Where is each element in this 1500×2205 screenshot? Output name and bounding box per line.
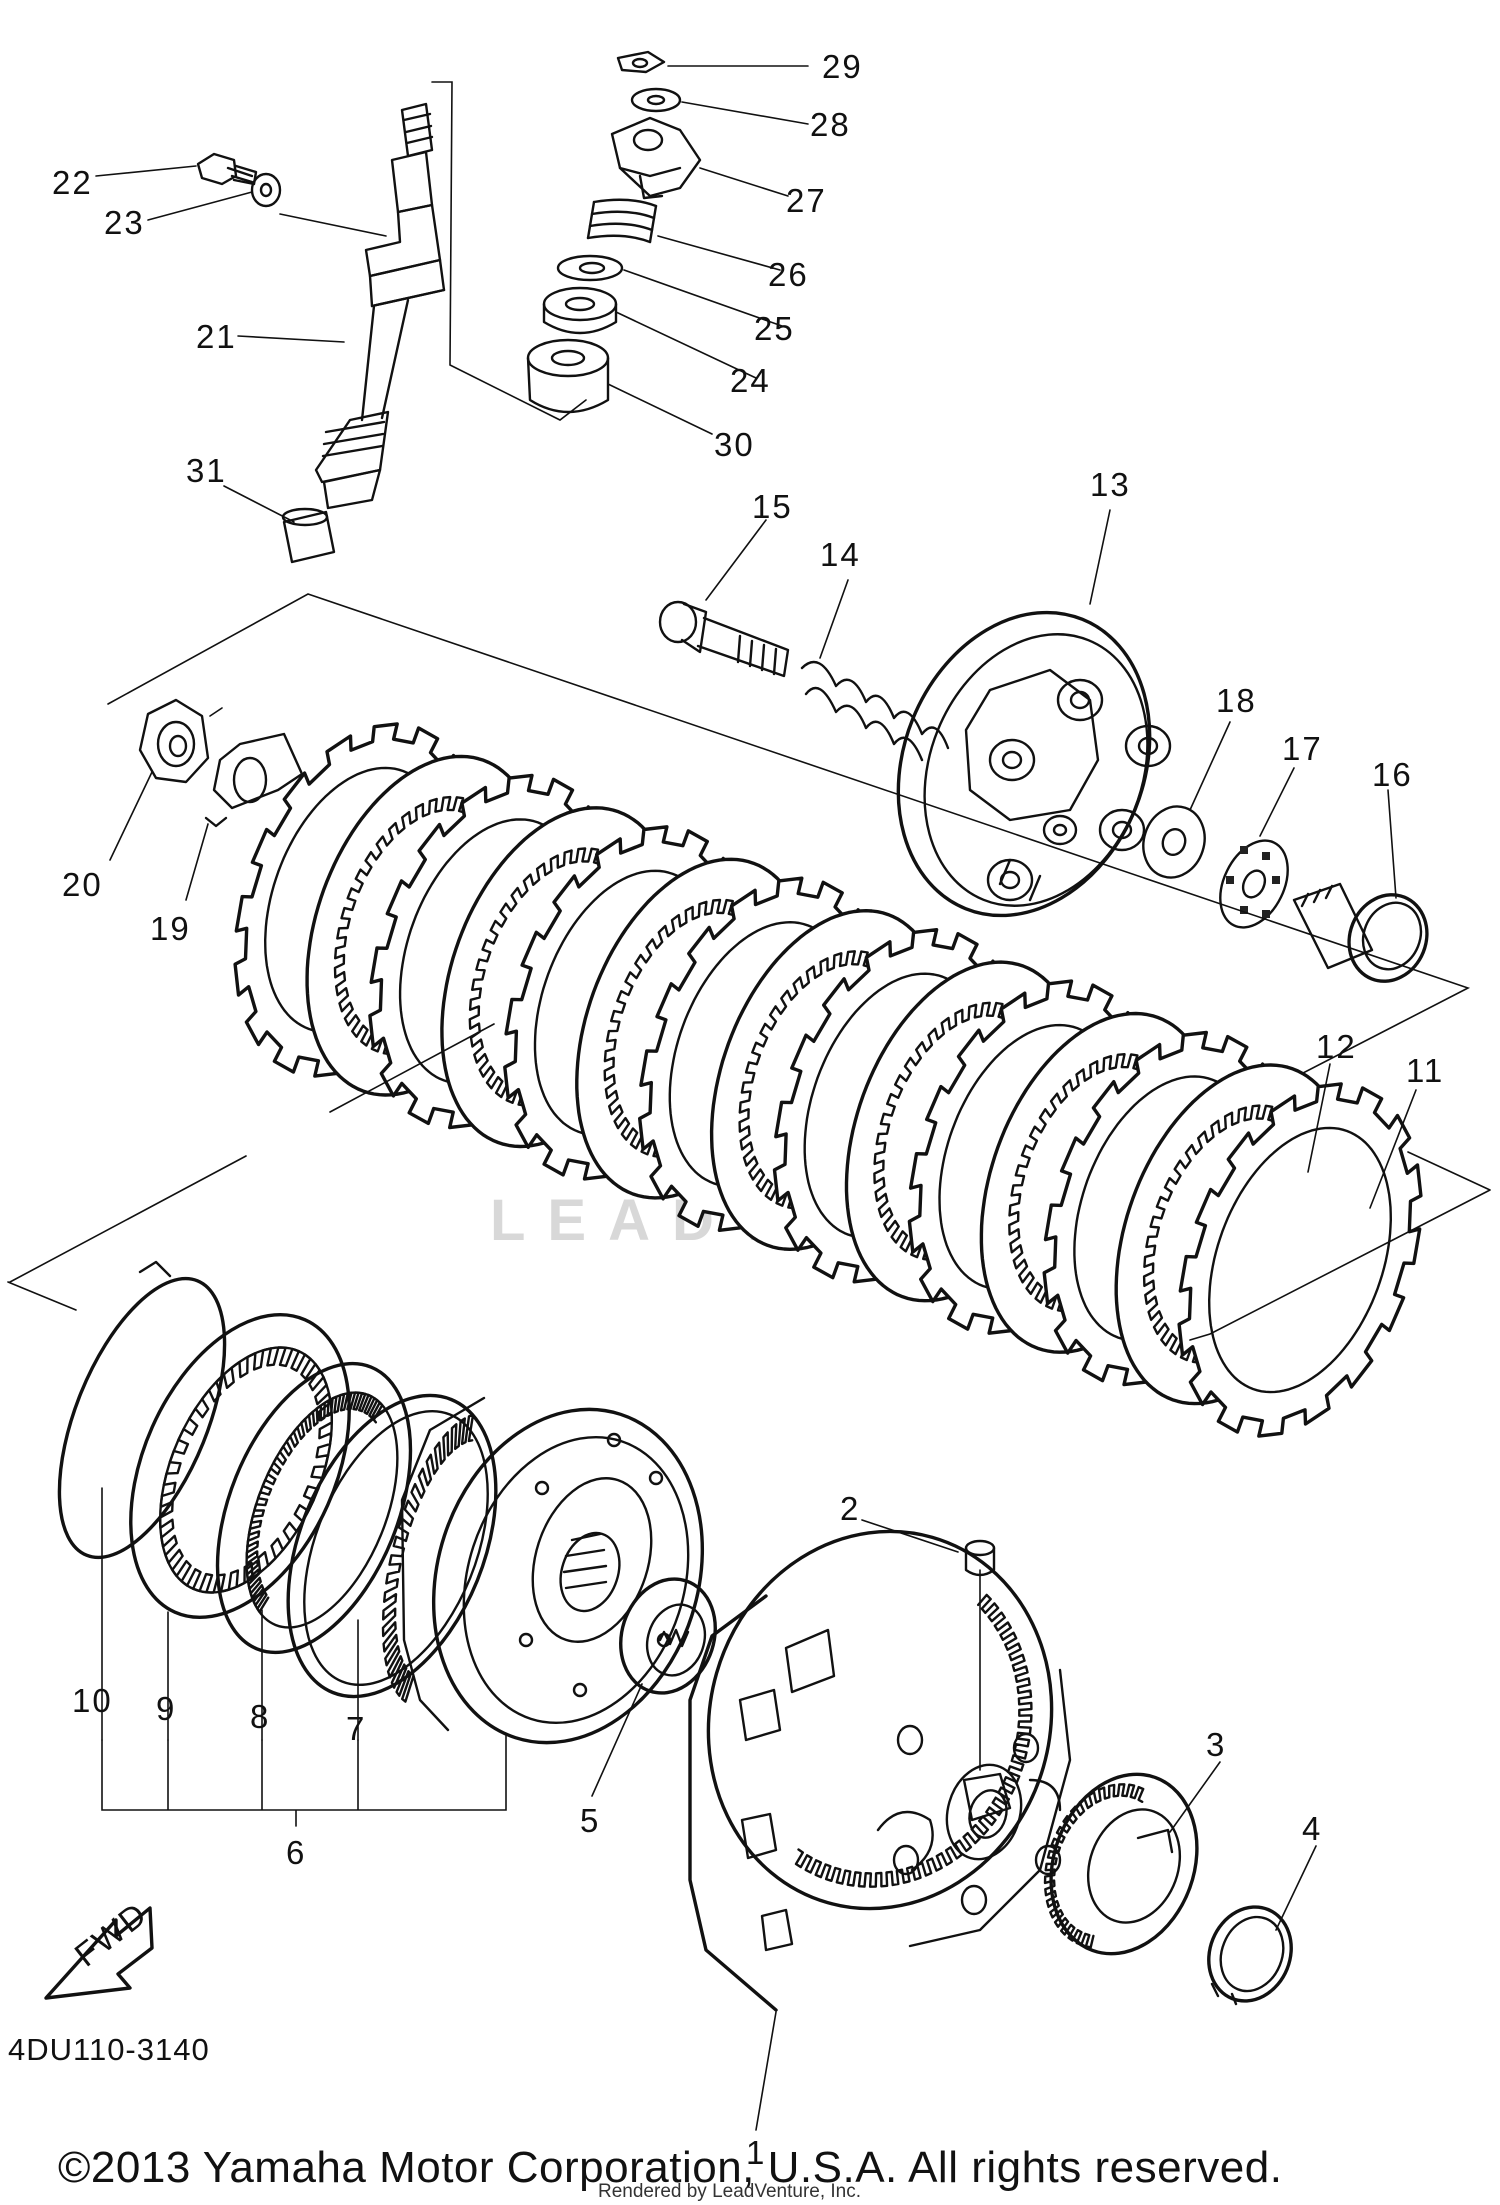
fwd-label: FWD (68, 1894, 155, 1973)
callout-27: 27 (786, 182, 827, 219)
callout-7: 7 (346, 1710, 366, 1747)
rendered-by-notice: Rendered by LeadVenture, Inc. (598, 2181, 862, 2202)
callout-28: 28 (810, 106, 851, 143)
spring-26 (586, 198, 658, 244)
plate-8 (215, 1361, 413, 1655)
spring-14 (800, 660, 950, 762)
callout-10: 10 (72, 1682, 113, 1719)
plate-17 (1219, 839, 1289, 929)
callout-1: 1 (746, 2134, 766, 2171)
ring-10 (57, 1260, 227, 1560)
lock-washer-19 (204, 732, 304, 828)
thrust-plate-5 (619, 1577, 717, 1695)
clip-29 (616, 50, 666, 74)
callout-30: 30 (714, 426, 755, 463)
callout-17: 17 (1282, 730, 1323, 767)
callout-23: 23 (104, 204, 145, 241)
diagram-part-code: 4DU110-3140 (8, 2032, 210, 2067)
callout-16: 16 (1372, 756, 1413, 793)
callout-15: 15 (752, 488, 793, 525)
callout-29: 29 (822, 48, 863, 85)
callout-4: 4 (1302, 1810, 1322, 1847)
callout-5: 5 (580, 1802, 600, 1839)
callout-20: 20 (62, 866, 103, 903)
callout-18: 18 (1216, 682, 1257, 719)
callout-labels: 29 28 27 26 25 24 30 22 23 21 31 15 14 1… (52, 48, 1444, 2171)
nut-20 (138, 698, 210, 784)
washer-18 (1142, 805, 1206, 879)
plate-group-frame-upper (107, 593, 1471, 1091)
collar-30 (526, 338, 610, 414)
callout-31: 31 (186, 452, 227, 489)
gear-3 (1043, 1772, 1199, 1956)
bolt-22 (196, 152, 258, 186)
copyright-notice: ©2013 Yamaha Motor Corporation, U.S.A. A… (58, 2143, 1283, 2192)
callout-2: 2 (840, 1490, 860, 1527)
callout-12: 12 (1316, 1028, 1357, 1065)
push-lever-shaft-21 (314, 102, 446, 510)
washer-23 (250, 172, 282, 208)
push-rod-16 (1292, 882, 1429, 983)
clutch-plate-stack (233, 722, 1423, 1438)
friction-plate (1177, 1082, 1423, 1438)
group-bracket-21 (431, 81, 587, 421)
callout-24: 24 (730, 362, 771, 399)
callout-13: 13 (1090, 466, 1131, 503)
callout-19: 19 (150, 910, 191, 947)
callout-14: 14 (820, 536, 861, 573)
callout-6: 6 (286, 1834, 306, 1871)
spring-7 (286, 1393, 498, 1699)
callout-25: 25 (754, 310, 795, 347)
pressure-plate-bosses (986, 678, 1172, 902)
lever-27 (610, 116, 702, 200)
callout-26: 26 (768, 256, 809, 293)
washer-25 (556, 254, 624, 282)
callout-3: 3 (1206, 1726, 1226, 1763)
circlip-4 (1207, 1905, 1293, 2006)
callout-9: 9 (156, 1690, 176, 1727)
callout-8: 8 (250, 1698, 270, 1735)
callout-11: 11 (1406, 1052, 1444, 1089)
collar-31 (281, 507, 336, 564)
bolt-15 (658, 600, 790, 678)
group-bracket-6 (101, 1733, 507, 1827)
bearing-24 (542, 286, 618, 335)
pressure-plate-13 (896, 610, 1172, 918)
washer-28 (630, 87, 682, 113)
callout-21: 21 (196, 318, 237, 355)
fwd-arrow-icon: FWD (44, 1894, 155, 2000)
plate-group-frame-lower (7, 1023, 1491, 1341)
primary-driven-gear-6 (381, 1396, 705, 1745)
callout-leaders (95, 65, 1417, 2131)
callout-22: 22 (52, 164, 93, 201)
clutch-boss-1 (688, 1529, 1072, 2012)
